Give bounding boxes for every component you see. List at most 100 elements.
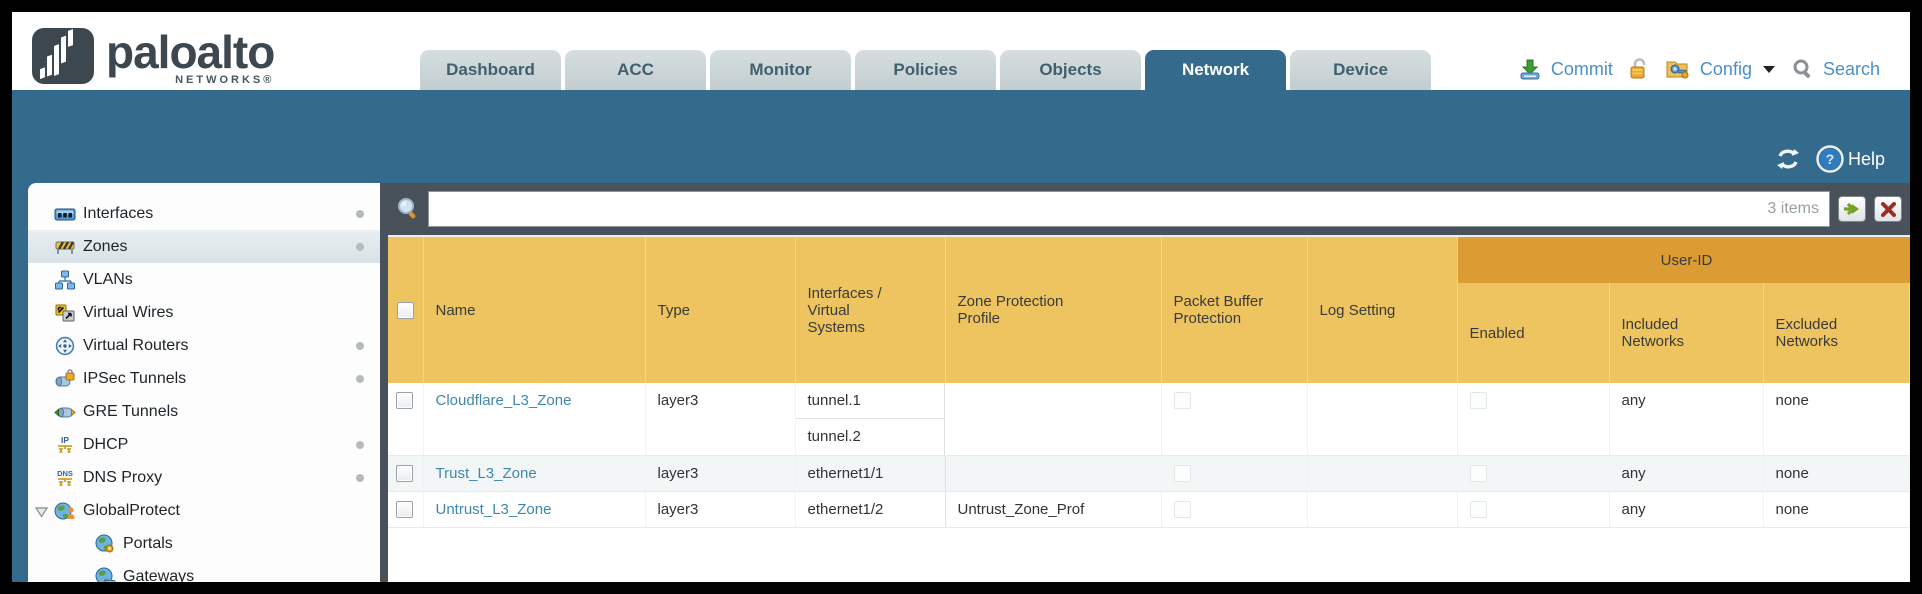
filter-input[interactable] bbox=[429, 192, 1768, 226]
sidebar-item-label: VLANs bbox=[83, 270, 133, 288]
col-header-packet-buffer[interactable]: Packet Buffer Protection bbox=[1161, 236, 1308, 383]
filter-searchbox: 3 items bbox=[428, 191, 1830, 227]
logo-networks-text: NETWORKS® bbox=[175, 74, 275, 86]
included-networks-cell: any bbox=[1609, 383, 1764, 456]
sidebar-item-label: Zones bbox=[83, 237, 128, 255]
zones-content: 3 items bbox=[388, 183, 1910, 582]
user-id-group-header: User-ID bbox=[1457, 236, 1910, 283]
tab-objects[interactable]: Objects bbox=[1000, 50, 1141, 90]
zone-interfaces-cell: ethernet1/2 bbox=[795, 491, 946, 528]
zone-interfaces-cell: tunnel.1 tunnel.2 bbox=[795, 383, 945, 456]
config-dropdown-caret-icon[interactable] bbox=[1762, 65, 1775, 73]
help-button[interactable]: ? Help bbox=[1816, 145, 1885, 173]
sidebar-item-globalprotect[interactable]: GlobalProtect bbox=[28, 494, 380, 527]
tab-network[interactable]: Network bbox=[1145, 50, 1286, 90]
sidebar-item-dhcp[interactable]: IP DHCP bbox=[28, 428, 380, 461]
zone-name-link[interactable]: Untrust_L3_Zone bbox=[435, 501, 552, 518]
zone-protection-cell bbox=[945, 455, 1162, 492]
sidebar-item-label: Virtual Wires bbox=[83, 303, 174, 321]
dns-proxy-icon: DNS bbox=[54, 468, 76, 488]
help-icon: ? bbox=[1816, 145, 1844, 173]
sidebar-item-vlans[interactable]: VLANs bbox=[28, 263, 380, 296]
col-header-enabled[interactable]: Enabled bbox=[1457, 283, 1610, 383]
tab-policies[interactable]: Policies bbox=[855, 50, 996, 90]
status-dot bbox=[356, 441, 364, 449]
sidebar-item-interfaces[interactable]: Interfaces bbox=[28, 197, 380, 230]
select-all-checkbox[interactable] bbox=[396, 301, 414, 319]
dhcp-icon: IP bbox=[54, 435, 76, 455]
interface-entry: tunnel.1 bbox=[795, 383, 945, 419]
vlans-icon bbox=[54, 270, 76, 290]
lock-icon[interactable] bbox=[1628, 57, 1650, 81]
table-row: Untrust_L3_Zone layer3 ethernet1/2 Untru… bbox=[388, 491, 1910, 528]
portals-icon bbox=[94, 534, 116, 554]
zone-type-cell: layer3 bbox=[645, 455, 796, 492]
log-setting-cell bbox=[1307, 491, 1458, 528]
col-header-excluded-networks[interactable]: Excluded Networks bbox=[1763, 283, 1910, 383]
expand-caret-icon[interactable] bbox=[34, 505, 49, 523]
sidebar-item-label: Portals bbox=[123, 534, 173, 552]
search-icon bbox=[1792, 58, 1814, 80]
sidebar-item-gre-tunnels[interactable]: GRE Tunnels bbox=[28, 395, 380, 428]
sidebar-item-label: Interfaces bbox=[83, 204, 154, 222]
virtual-wires-icon bbox=[54, 303, 76, 323]
col-header-included-networks[interactable]: Included Networks bbox=[1609, 283, 1764, 383]
top-header: paloalto NETWORKS® Dashboard ACC Monitor… bbox=[12, 12, 1910, 90]
apply-filter-button[interactable] bbox=[1838, 196, 1866, 222]
tab-dashboard[interactable]: Dashboard bbox=[420, 50, 561, 90]
filter-search-icon bbox=[396, 196, 420, 222]
packet-buffer-checkbox[interactable] bbox=[1173, 392, 1191, 409]
table-row: Cloudflare_L3_Zone layer3 tunnel.1 tunne… bbox=[388, 383, 1910, 456]
sidebar-item-label: DNS Proxy bbox=[83, 468, 163, 486]
col-header-type[interactable]: Type bbox=[645, 236, 796, 383]
excluded-networks-cell: none bbox=[1763, 455, 1910, 492]
zone-interfaces-cell: ethernet1/1 bbox=[795, 455, 946, 492]
commit-button[interactable]: Commit bbox=[1550, 58, 1613, 79]
log-setting-cell bbox=[1307, 383, 1458, 456]
excluded-networks-cell: none bbox=[1763, 383, 1910, 456]
tab-acc[interactable]: ACC bbox=[565, 50, 706, 90]
zone-name-link[interactable]: Trust_L3_Zone bbox=[435, 465, 537, 482]
row-checkbox[interactable] bbox=[396, 501, 413, 518]
row-checkbox[interactable] bbox=[396, 465, 413, 482]
user-id-enabled-checkbox[interactable] bbox=[1469, 465, 1487, 482]
select-all-cell bbox=[388, 236, 424, 383]
col-header-log-setting[interactable]: Log Setting bbox=[1307, 236, 1458, 383]
paloalto-logo: paloalto NETWORKS® bbox=[32, 28, 275, 86]
network-sidebar: Interfaces Zones VLANs Virtual Wires bbox=[28, 183, 380, 582]
row-checkbox[interactable] bbox=[396, 392, 413, 409]
col-header-zone-protection[interactable]: Zone Protection Profile bbox=[945, 236, 1162, 383]
status-dot bbox=[356, 243, 364, 251]
clear-filter-button[interactable] bbox=[1874, 196, 1902, 222]
main-nav-tabs: Dashboard ACC Monitor Policies Objects N… bbox=[420, 50, 1435, 90]
user-id-enabled-checkbox[interactable] bbox=[1469, 392, 1487, 409]
sidebar-item-dns-proxy[interactable]: DNS DNS Proxy bbox=[28, 461, 380, 494]
sidebar-item-zones[interactable]: Zones bbox=[28, 230, 380, 263]
zones-table: Name Type Interfaces / Virtual Systems Z… bbox=[388, 235, 1910, 528]
zone-name-link[interactable]: Cloudflare_L3_Zone bbox=[435, 392, 572, 409]
svg-text:DNS: DNS bbox=[57, 469, 73, 478]
packet-buffer-checkbox[interactable] bbox=[1173, 465, 1191, 482]
search-button[interactable]: Search bbox=[1822, 58, 1880, 79]
user-id-enabled-checkbox[interactable] bbox=[1469, 501, 1487, 518]
tab-device[interactable]: Device bbox=[1290, 50, 1431, 90]
col-header-interfaces[interactable]: Interfaces / Virtual Systems bbox=[795, 236, 946, 383]
refresh-icon[interactable] bbox=[1774, 146, 1802, 172]
red-x-icon bbox=[1880, 201, 1896, 217]
gateways-icon bbox=[94, 567, 116, 582]
panos-app: paloalto NETWORKS® Dashboard ACC Monitor… bbox=[12, 12, 1910, 582]
col-header-name[interactable]: Name bbox=[423, 236, 646, 383]
sidebar-item-virtual-routers[interactable]: Virtual Routers bbox=[28, 329, 380, 362]
sidebar-item-virtual-wires[interactable]: Virtual Wires bbox=[28, 296, 380, 329]
packet-buffer-checkbox[interactable] bbox=[1173, 501, 1191, 518]
included-networks-cell: any bbox=[1609, 455, 1764, 492]
sidebar-item-gateways[interactable]: Gateways bbox=[28, 560, 380, 582]
sidebar-item-portals[interactable]: Portals bbox=[28, 527, 380, 560]
config-button[interactable]: Config bbox=[1699, 58, 1752, 79]
tab-monitor[interactable]: Monitor bbox=[710, 50, 851, 90]
globalprotect-icon bbox=[54, 501, 76, 521]
svg-text:IP: IP bbox=[61, 435, 69, 445]
interface-entry: tunnel.2 bbox=[796, 419, 945, 455]
sidebar-item-ipsec-tunnels[interactable]: IPSec Tunnels bbox=[28, 362, 380, 395]
